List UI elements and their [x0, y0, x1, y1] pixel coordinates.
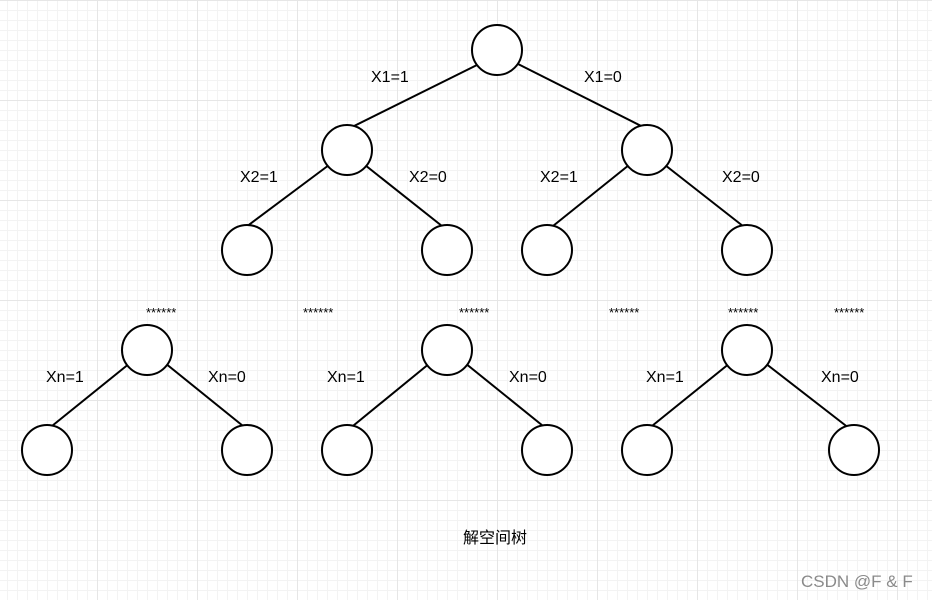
edge-root-left	[339, 63, 480, 134]
label-xn-0-sub2: Xn=0	[509, 369, 547, 386]
node-sub1-root	[121, 324, 173, 376]
tree-nodes	[21, 24, 880, 476]
label-x2-1-left: X2=1	[240, 169, 278, 186]
edge-sub3-right	[764, 362, 855, 433]
edge-sub2-left	[347, 362, 431, 431]
node-level2-4	[721, 224, 773, 276]
ellipsis-1: ******	[146, 305, 176, 320]
node-leaf-3	[321, 424, 373, 476]
label-x2-0-right: X2=0	[722, 169, 760, 186]
node-root	[471, 24, 523, 76]
node-sub2-root	[421, 324, 473, 376]
edge-left-leftchild	[241, 164, 330, 231]
label-x2-1-right: X2=1	[540, 169, 578, 186]
node-sub3-root	[721, 324, 773, 376]
edge-right-rightchild	[664, 164, 749, 231]
node-level1-left	[321, 124, 373, 176]
diagram-caption: 解空间树	[463, 528, 527, 547]
label-x2-0-left: X2=0	[409, 169, 447, 186]
ellipsis-5: ******	[728, 305, 758, 320]
ellipsis-4: ******	[609, 305, 639, 320]
edge-right-leftchild	[547, 164, 630, 231]
node-level2-3	[521, 224, 573, 276]
edge-sub2-right	[464, 362, 549, 431]
label-xn-1-sub1: Xn=1	[46, 369, 84, 386]
ellipsis-markers: ****** ****** ****** ****** ****** *****…	[146, 305, 864, 320]
edge-sub1-left	[46, 362, 131, 431]
edge-labels: X1=1 X1=0 X2=1 X2=0 X2=1 X2=0 Xn=1 Xn=0 …	[46, 69, 859, 386]
label-xn-1-sub3: Xn=1	[646, 369, 684, 386]
label-xn-1-sub2: Xn=1	[327, 369, 365, 386]
label-xn-0-sub3: Xn=0	[821, 369, 859, 386]
ellipsis-6: ******	[834, 305, 864, 320]
edge-sub1-right	[164, 362, 249, 431]
edge-left-rightchild	[364, 164, 448, 231]
node-level1-right	[621, 124, 673, 176]
node-leaf-4	[521, 424, 573, 476]
node-leaf-5	[621, 424, 673, 476]
label-x1-1: X1=1	[371, 69, 409, 86]
ellipsis-3: ******	[459, 305, 489, 320]
edge-sub3-left	[646, 362, 731, 431]
node-level2-1	[221, 224, 273, 276]
node-leaf-6	[828, 424, 880, 476]
edge-root-right	[517, 63, 656, 134]
node-leaf-1	[21, 424, 73, 476]
ellipsis-2: ******	[303, 305, 333, 320]
node-leaf-2	[221, 424, 273, 476]
watermark: CSDN @F & F	[801, 572, 913, 591]
label-x1-0: X1=0	[584, 69, 622, 86]
node-level2-2	[421, 224, 473, 276]
tree-edges	[46, 63, 855, 433]
label-xn-0-sub1: Xn=0	[208, 369, 246, 386]
